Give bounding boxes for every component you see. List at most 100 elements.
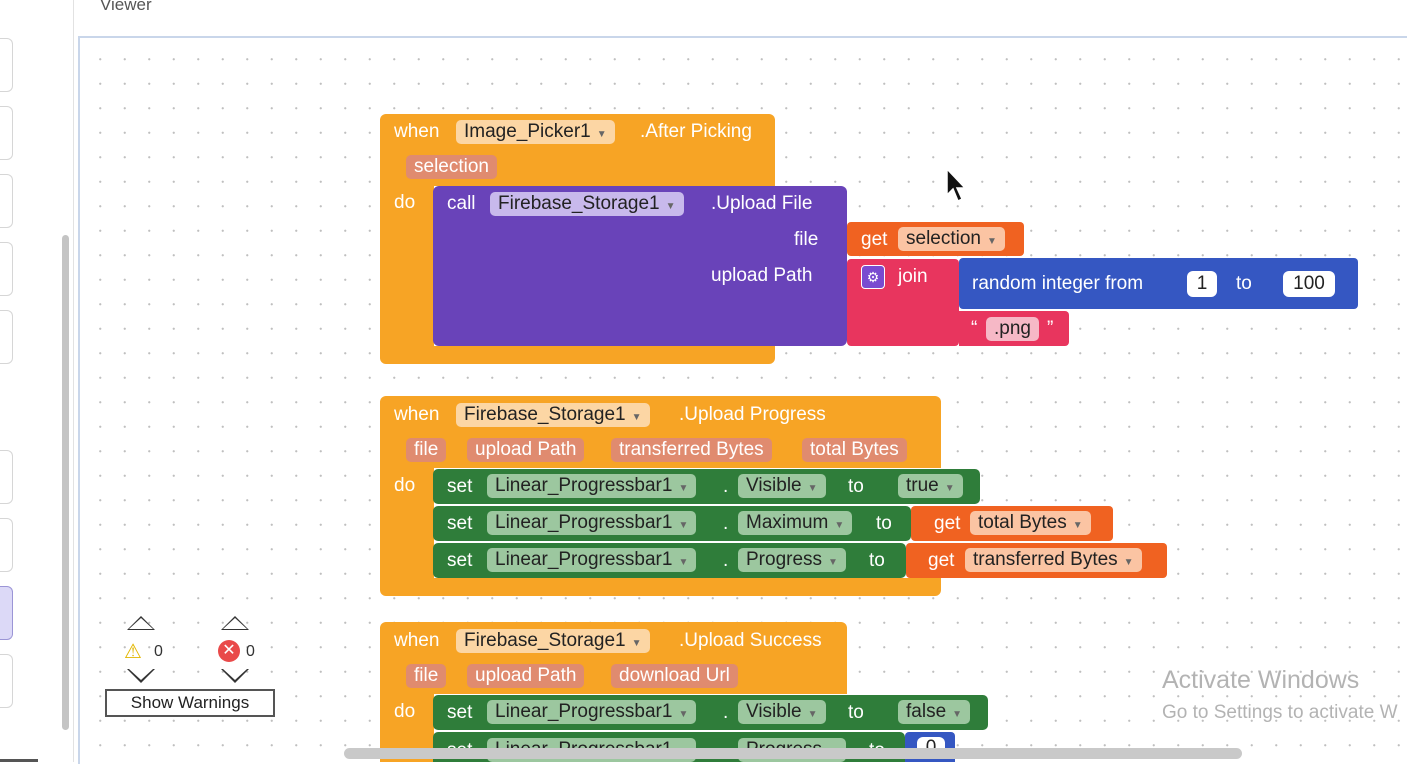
to-label: to (848, 476, 864, 497)
sidebar-tab[interactable] (0, 450, 13, 504)
to-label: to (869, 550, 885, 571)
property-dropdown[interactable]: Maximum▼ (738, 511, 853, 535)
call-label: call (447, 193, 476, 214)
gear-icon[interactable]: ⚙ (861, 265, 885, 289)
dot-label: . (723, 702, 729, 723)
do-label: do (394, 475, 416, 496)
chevron-down-icon: ▼ (631, 412, 642, 423)
to-label: to (848, 702, 864, 723)
variable-dropdown[interactable]: transferred Bytes▼ (965, 548, 1142, 572)
sidebar-tab-active[interactable] (0, 586, 13, 640)
chevron-down-icon: ▼ (678, 520, 689, 531)
chevron-down-icon: ▼ (807, 709, 818, 720)
warning-icon: ⚠ (124, 641, 142, 663)
param-selection[interactable]: selection (406, 155, 497, 179)
warning-prev-arrow-icon[interactable] (127, 616, 155, 630)
chevron-down-icon: ▼ (828, 557, 838, 568)
warning-count: 0 (154, 643, 163, 660)
activate-windows-subtitle: Go to Settings to activate W (1162, 702, 1398, 723)
chevron-down-icon: ▼ (834, 520, 845, 531)
get-label: get (928, 550, 955, 571)
text-value[interactable]: .png (986, 317, 1039, 341)
do-label: do (394, 701, 416, 722)
set-label: set (447, 702, 473, 723)
when-label: when (394, 121, 440, 142)
property-dropdown[interactable]: Progress▼ (738, 548, 846, 572)
param-upload-path[interactable]: upload Path (467, 664, 585, 688)
component-dropdown[interactable]: Image_Picker1▼ (456, 120, 615, 144)
get-label: get (861, 229, 888, 250)
component-dropdown[interactable]: Linear_Progressbar1▼ (487, 548, 697, 572)
chevron-down-icon: ▼ (987, 236, 997, 247)
show-warnings-button[interactable]: Show Warnings (105, 689, 275, 717)
chevron-down-icon: ▼ (596, 129, 607, 140)
sidebar-tab[interactable] (0, 38, 13, 92)
param-file[interactable]: file (406, 438, 447, 462)
chevron-down-icon: ▼ (678, 483, 689, 494)
chevron-down-icon: ▼ (944, 483, 955, 494)
sidebar-tab[interactable] (0, 106, 13, 160)
do-label: do (394, 192, 416, 213)
chevron-down-icon: ▼ (807, 483, 818, 494)
sidebar-tab[interactable] (0, 518, 13, 572)
dot-label: . (723, 550, 729, 571)
component-dropdown[interactable]: Linear_Progressbar1▼ (487, 511, 697, 535)
component-dropdown[interactable]: Firebase_Storage1▼ (456, 629, 650, 653)
sidebar-tab[interactable] (0, 242, 13, 296)
sidebar-tab[interactable] (0, 654, 13, 708)
random-to-input[interactable]: 100 (1283, 271, 1335, 297)
quote-close: ” (1047, 318, 1054, 339)
variable-dropdown[interactable]: total Bytes▼ (970, 511, 1091, 535)
chevron-down-icon: ▼ (665, 201, 676, 212)
component-dropdown[interactable]: Linear_Progressbar1▼ (487, 700, 697, 724)
property-dropdown[interactable]: Visible▼ (738, 700, 826, 724)
param-transferred-bytes[interactable]: transferred Bytes (611, 438, 772, 462)
storage-component-dropdown[interactable]: Firebase_Storage1▼ (490, 192, 684, 216)
param-upload-path[interactable]: upload Path (467, 438, 585, 462)
when-label: when (394, 630, 440, 651)
get-label: get (934, 513, 961, 534)
boolean-dropdown[interactable]: false▼ (898, 700, 971, 724)
random-to-label: to (1236, 273, 1252, 294)
viewer-title: Viewer (100, 0, 152, 14)
component-dropdown[interactable]: Linear_Progressbar1▼ (487, 474, 697, 498)
sidebar-scrollbar[interactable] (62, 235, 69, 730)
join-label: join (898, 266, 928, 287)
event-label: .After Picking (640, 121, 752, 142)
quote-open: “ (971, 318, 978, 339)
method-label: .Upload File (711, 193, 813, 214)
to-label: to (876, 513, 892, 534)
chevron-down-icon: ▼ (1123, 557, 1134, 568)
boolean-dropdown[interactable]: true▼ (898, 474, 963, 498)
chevron-down-icon: ▼ (678, 557, 689, 568)
event-label: .Upload Success (679, 630, 822, 651)
file-socket-label: file (794, 229, 819, 250)
param-total-bytes[interactable]: total Bytes (802, 438, 907, 462)
set-label: set (447, 476, 473, 497)
set-label: set (447, 550, 473, 571)
left-sidebar (0, 0, 74, 762)
error-icon: ✕ (218, 640, 240, 662)
activate-windows-title: Activate Windows (1162, 666, 1360, 694)
property-dropdown[interactable]: Visible▼ (738, 474, 826, 498)
random-label: random integer from (972, 273, 1144, 294)
param-file[interactable]: file (406, 664, 447, 688)
workspace-horizontal-scrollbar[interactable] (344, 748, 1242, 759)
error-next-arrow-icon[interactable] (221, 669, 249, 683)
error-prev-arrow-icon[interactable] (221, 616, 249, 630)
component-dropdown[interactable]: Firebase_Storage1▼ (456, 403, 650, 427)
param-download-url[interactable]: download Url (611, 664, 738, 688)
random-from-input[interactable]: 1 (1187, 271, 1217, 297)
chevron-down-icon: ▼ (631, 638, 642, 649)
error-count: 0 (246, 643, 255, 660)
sidebar-tab[interactable] (0, 174, 13, 228)
when-label: when (394, 404, 440, 425)
set-label: set (447, 513, 473, 534)
mouse-cursor-icon (946, 168, 967, 203)
warning-next-arrow-icon[interactable] (127, 669, 155, 683)
chevron-down-icon: ▼ (1072, 520, 1083, 531)
sidebar-tab[interactable] (0, 310, 13, 364)
chevron-down-icon: ▼ (952, 709, 963, 720)
variable-dropdown[interactable]: selection▼ (898, 227, 1005, 251)
chevron-down-icon: ▼ (678, 709, 689, 720)
